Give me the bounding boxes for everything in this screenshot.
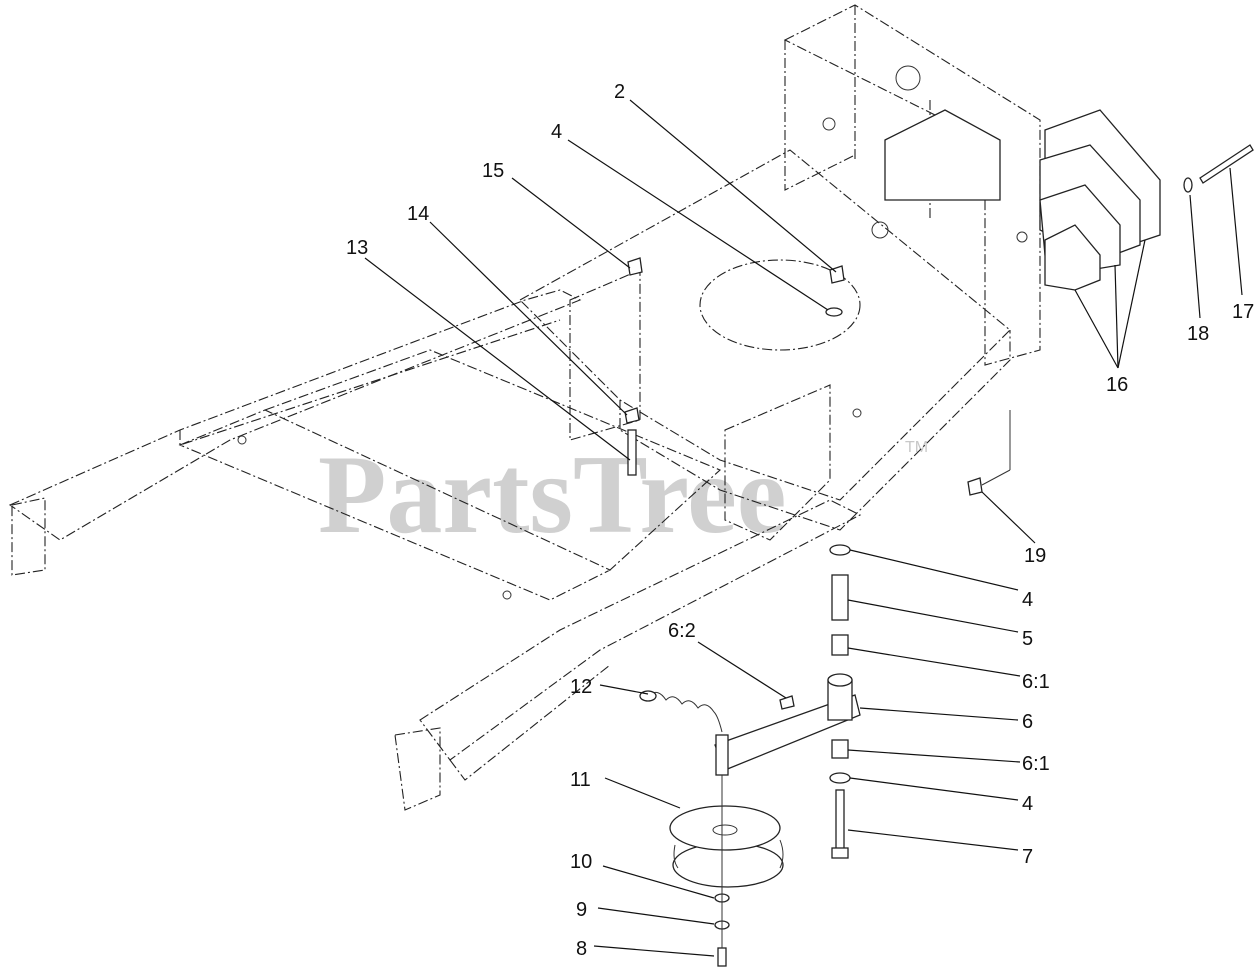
- watermark-trademark: TM: [905, 439, 928, 456]
- callout-2: 2: [614, 81, 625, 103]
- callout-6-1-upper: 6:1: [1022, 671, 1050, 693]
- callout-6-2: 6:2: [668, 620, 696, 642]
- callout-18: 18: [1187, 323, 1209, 345]
- callout-7: 7: [1022, 846, 1033, 868]
- callout-4-upper: 4: [551, 121, 562, 143]
- callout-9: 9: [576, 899, 587, 921]
- callout-16: 16: [1106, 374, 1128, 396]
- callout-17: 17: [1232, 301, 1254, 323]
- mower-frame: [8, 4, 1041, 811]
- callout-10: 10: [570, 851, 592, 873]
- callout-12: 12: [570, 676, 592, 698]
- callout-8: 8: [576, 938, 587, 960]
- frame-hardware: [624, 144, 1254, 496]
- leader-lines: [364, 99, 1243, 957]
- callout-labels: 2 4 15 14 13 16 17 18 19 4 5 6:1 6:2 12 …: [346, 81, 1254, 960]
- idler-assembly: [639, 544, 861, 967]
- callout-4-stack-top: 4: [1022, 589, 1033, 611]
- bumper-blocks: [884, 109, 1161, 291]
- callout-13: 13: [346, 237, 368, 259]
- callout-4-stack-bottom: 4: [1022, 793, 1033, 815]
- callout-15: 15: [482, 160, 504, 182]
- callout-6: 6: [1022, 711, 1033, 733]
- callout-19: 19: [1024, 545, 1046, 567]
- callout-6-1-lower: 6:1: [1022, 753, 1050, 775]
- callout-14: 14: [407, 203, 429, 225]
- callout-5: 5: [1022, 628, 1033, 650]
- callout-11: 11: [570, 769, 591, 791]
- watermark-text: PartsTree: [318, 433, 787, 557]
